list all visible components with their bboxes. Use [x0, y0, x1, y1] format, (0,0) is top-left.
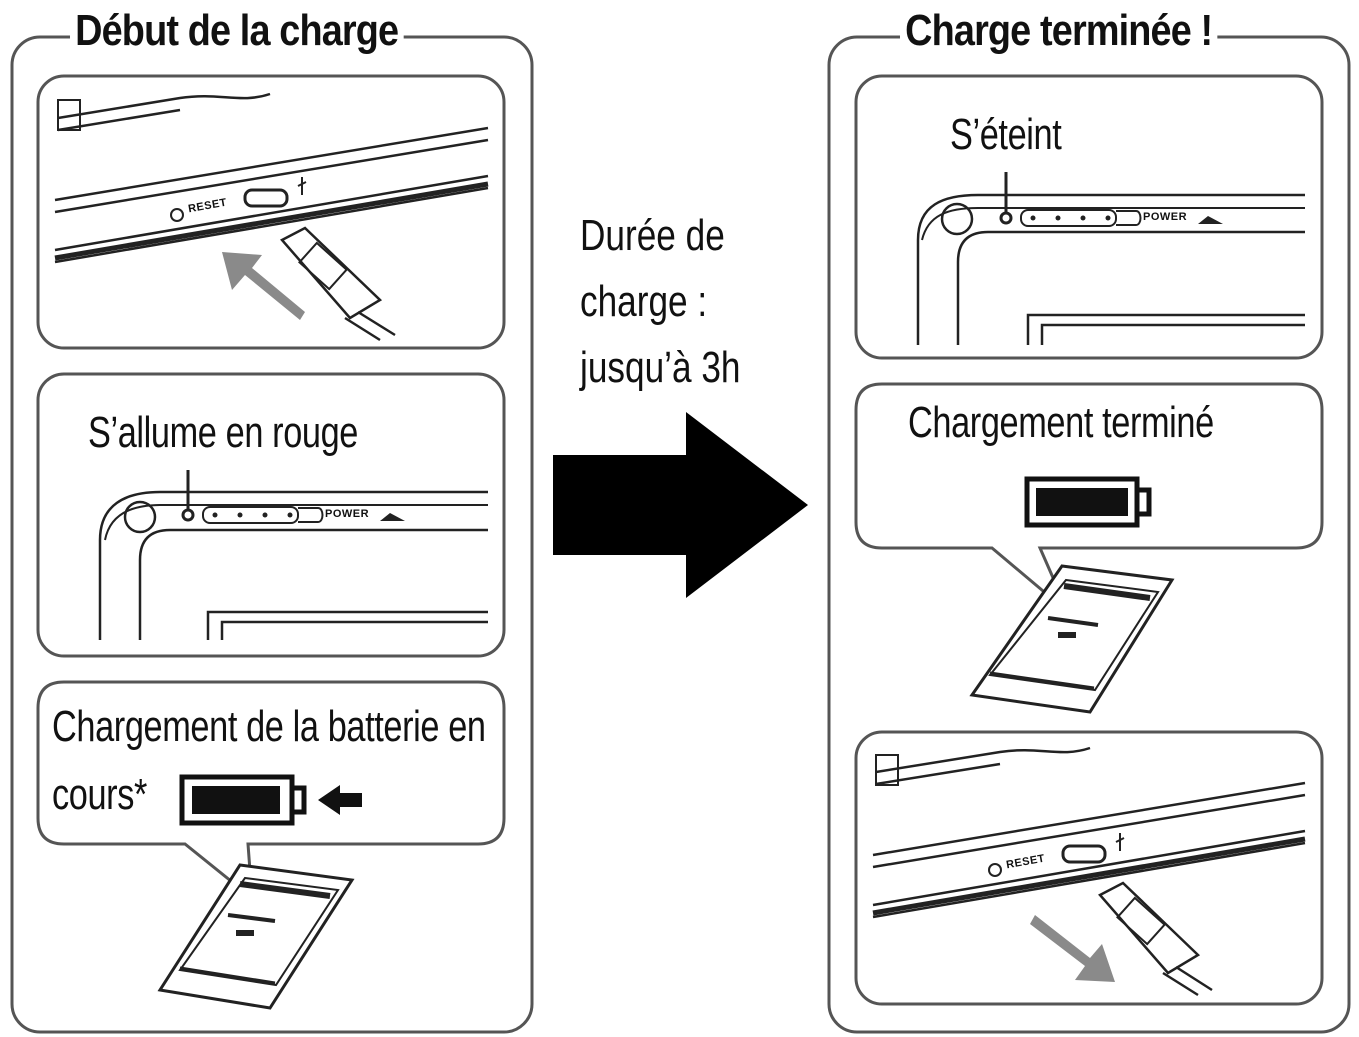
player-device-icon [157, 863, 355, 1010]
usb-port-icon [1061, 844, 1107, 864]
left-step2-panel [36, 372, 506, 658]
usb-connector-icon [1098, 881, 1201, 975]
right-section-title: Charge terminée ! [900, 6, 1218, 56]
duration-line3: jusqu’à 3h [580, 343, 741, 392]
pointer-arrow-icon [318, 785, 362, 815]
plug-in-arrow-icon [222, 252, 305, 320]
right-step2-label: Chargement terminé [908, 398, 1214, 447]
left-step1-panel [36, 74, 506, 350]
left-step2-label: S’allume en rouge [88, 408, 359, 457]
reset-icon [170, 208, 184, 222]
usb-connector-icon [280, 226, 383, 320]
player-device-icon [969, 564, 1175, 714]
power-label: POWER [325, 508, 370, 520]
power-slider-icon [1020, 209, 1117, 227]
right-step2-panel [854, 382, 1324, 714]
usb-symbol-icon [297, 177, 307, 195]
power-slider-icon [202, 506, 299, 524]
left-step3-label-line2: cours* [52, 770, 147, 819]
power-label: POWER [1143, 211, 1188, 223]
left-section-title: Début de la charge [70, 6, 404, 56]
battery-full-icon [1024, 476, 1152, 528]
duration-line2: charge : [580, 277, 708, 326]
duration-arrow-icon [553, 412, 808, 598]
right-step3-panel [854, 730, 1324, 1006]
usb-symbol-icon [1115, 833, 1125, 851]
right-step1-label: S’éteint [950, 110, 1062, 159]
battery-charging-icon [179, 774, 307, 826]
usb-port-icon [243, 188, 289, 208]
reset-icon [988, 863, 1002, 877]
right-step1-panel [854, 74, 1324, 360]
duration-line1: Durée de [580, 211, 725, 260]
left-step3-label-line1: Chargement de la batterie en [52, 702, 486, 751]
unplug-arrow-icon [1030, 915, 1115, 982]
left-step3-panel [36, 680, 506, 1010]
